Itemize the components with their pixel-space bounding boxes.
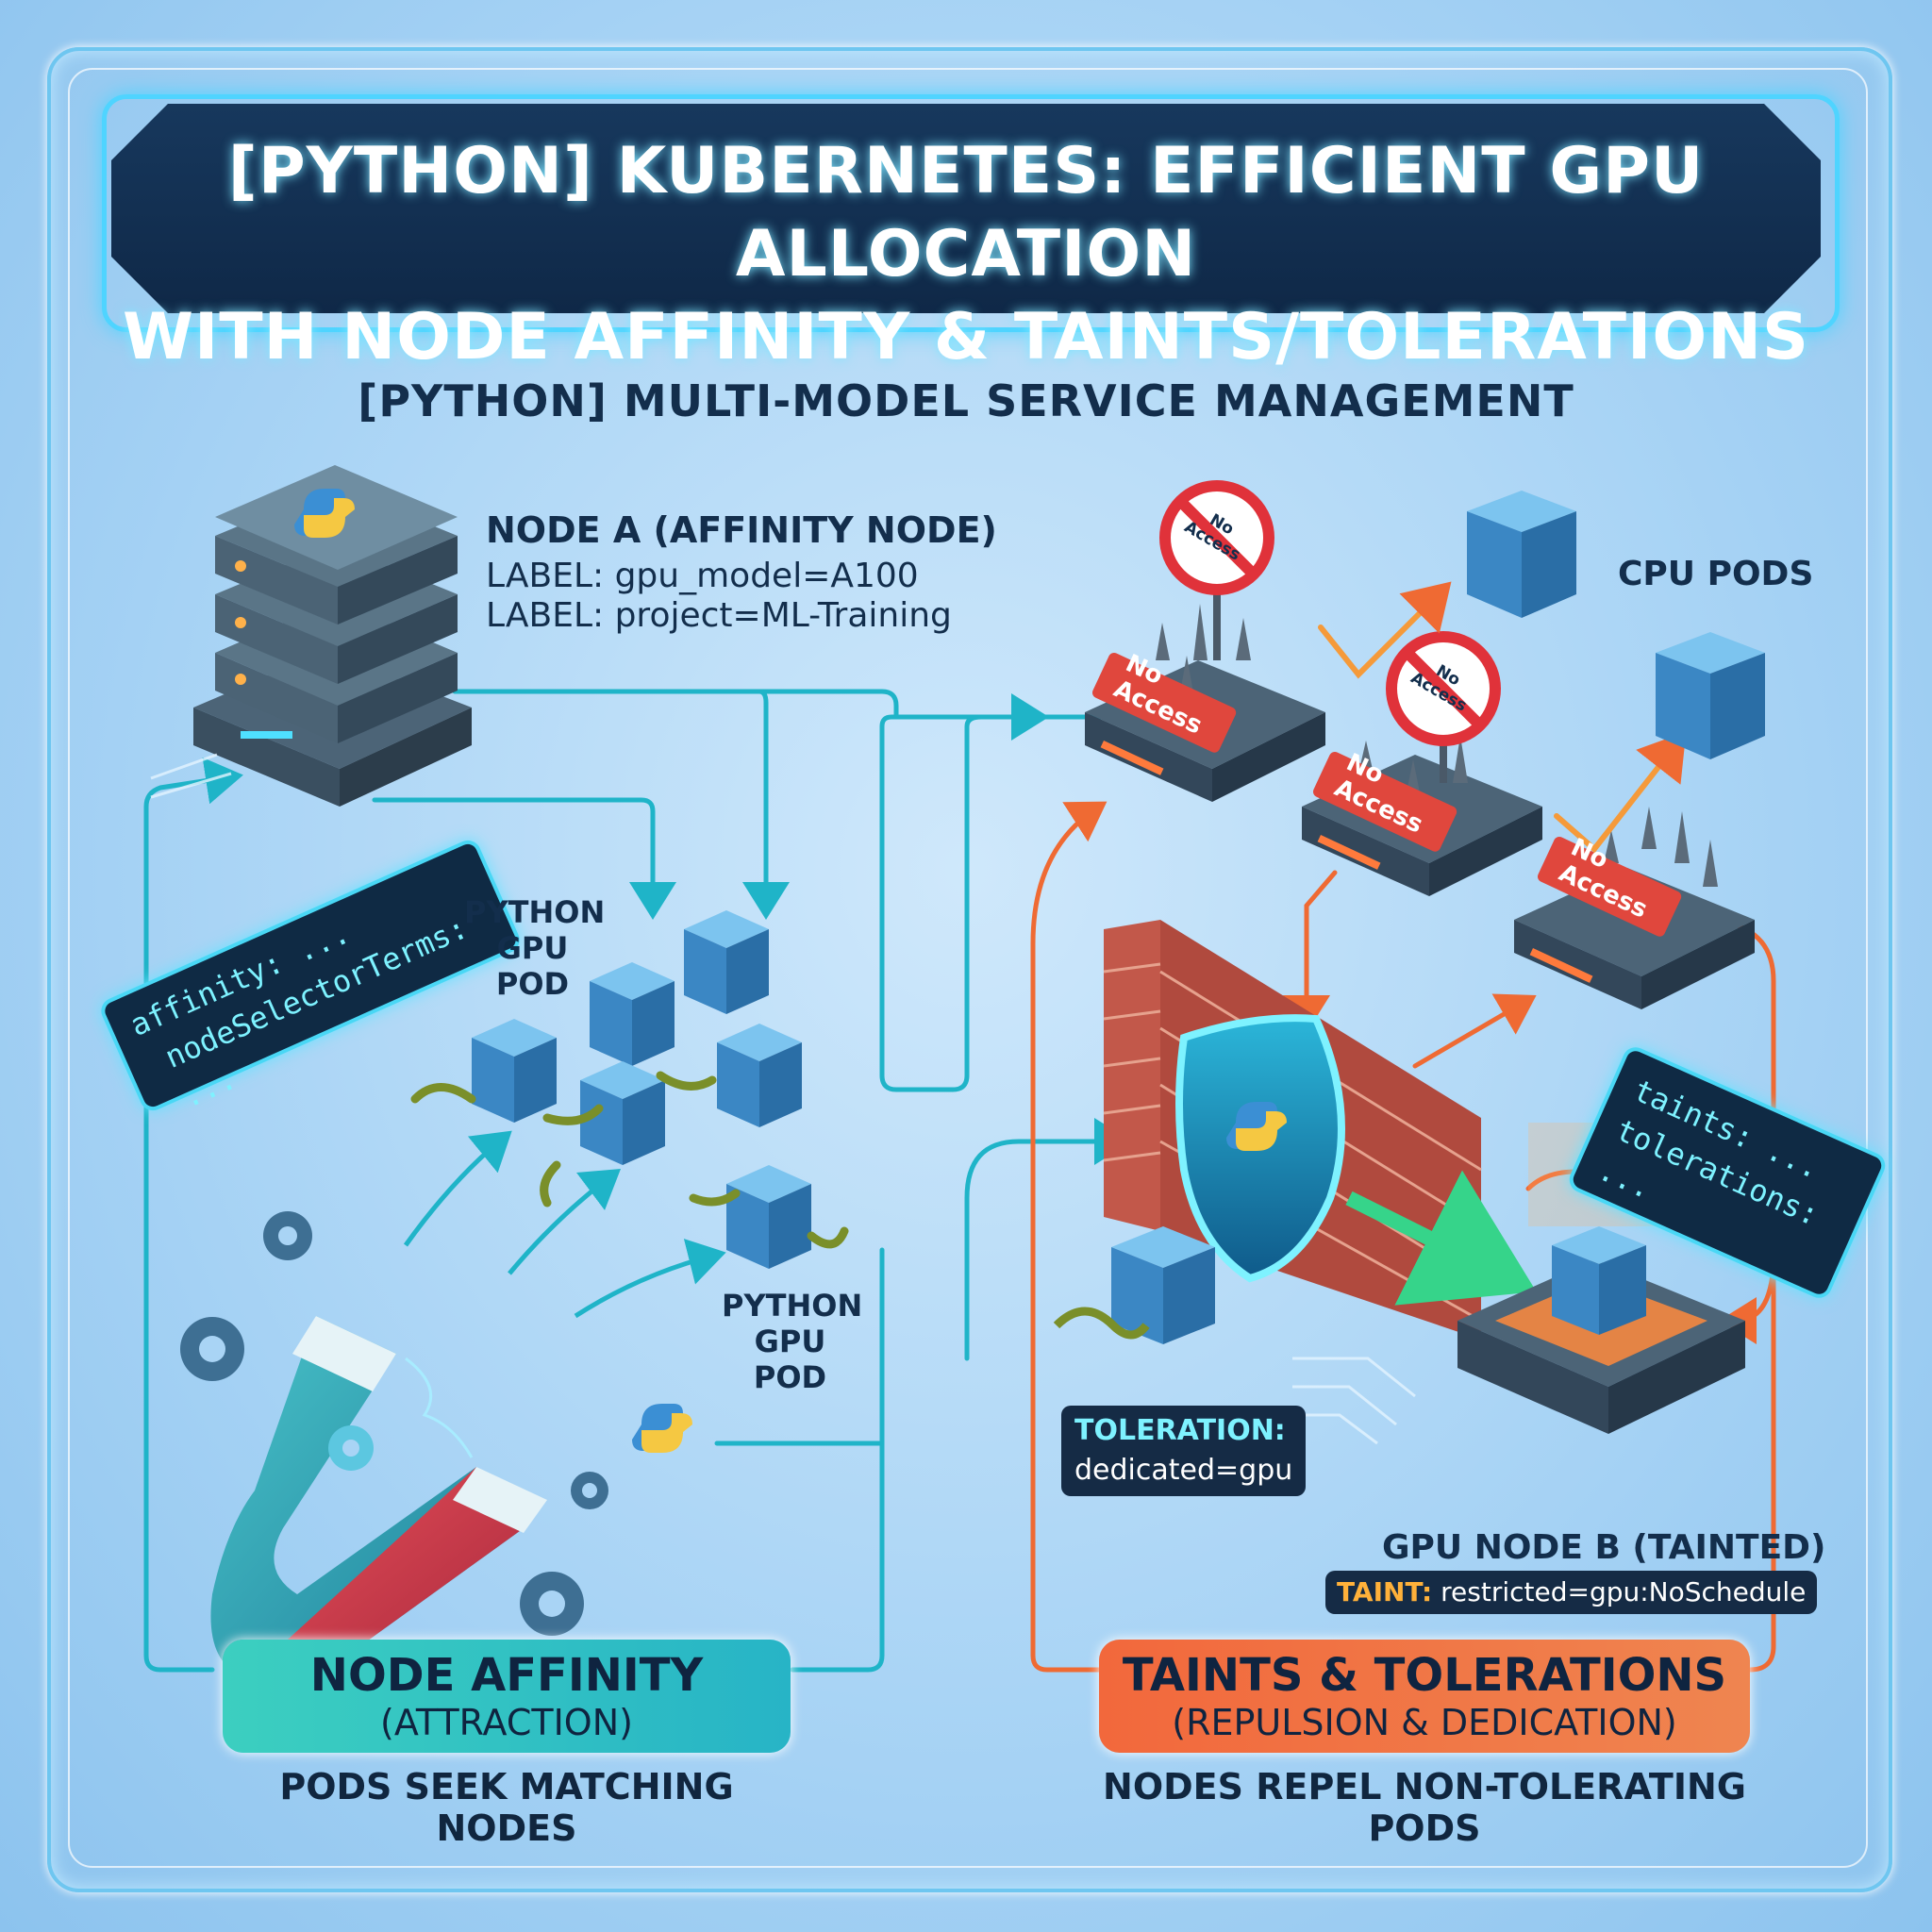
node-affinity-caption: PODS SEEK MATCHING NODES xyxy=(279,1766,734,1849)
title-line-2: WITH NODE AFFINITY & TAINTS/TOLERATIONS xyxy=(122,300,1810,375)
node-affinity-title: NODE AFFINITY xyxy=(309,1649,704,1702)
node-a-server-icon xyxy=(193,465,472,807)
no-access-sign-icon-2 xyxy=(1386,631,1501,783)
toleration-key: TOLERATION: xyxy=(1074,1414,1286,1447)
shield-icon xyxy=(1175,1014,1345,1283)
taint-key: TAINT: xyxy=(1337,1576,1433,1607)
outer-frame xyxy=(47,47,1892,1892)
magnet-icon xyxy=(210,1316,547,1682)
taints-tolerations-box: TAINTS & TOLERATIONS (REPULSION & DEDICA… xyxy=(1099,1640,1750,1753)
no-access-banner-2 xyxy=(1312,751,1457,852)
node-a-label-1: LABEL: gpu_model=A100 xyxy=(486,557,919,595)
tolerated-pod-cube xyxy=(1111,1226,1215,1344)
node-affinity-subtitle: (ATTRACTION) xyxy=(380,1702,633,1743)
gpu-pod-cubes xyxy=(410,910,849,1269)
taints-box-title: TAINTS & TOLERATIONS xyxy=(1122,1649,1727,1702)
gpu-node-b-title: GPU NODE B (TAINTED) xyxy=(1382,1528,1826,1567)
gpu-pod-top-line-1: PYTHON xyxy=(464,894,606,930)
node-a-title: NODE A (AFFINITY NODE) xyxy=(486,509,997,551)
no-access-banner-3 xyxy=(1537,836,1682,937)
page-title: [PYTHON] KUBERNETES: EFFICIENT GPU ALLOC… xyxy=(111,130,1821,379)
gpu-node-b-icon xyxy=(1457,1123,1745,1434)
taint-tag: TAINT: restricted=gpu:NoSchedule xyxy=(1325,1571,1818,1614)
taints-box-subtitle: (REPULSION & DEDICATION) xyxy=(1172,1702,1677,1743)
title-banner xyxy=(111,104,1821,313)
python-logo-icon xyxy=(632,1404,692,1453)
taints-caption: NODES REPEL NON-TOLERATING PODS xyxy=(1103,1766,1746,1849)
toleration-arrow xyxy=(1345,1170,1537,1306)
gpu-pod-label-bottom: PYTHON GPU POD xyxy=(722,1288,863,1395)
title-banner-outline xyxy=(102,94,1840,332)
tolerated-pod-snake xyxy=(1053,1307,1150,1340)
taint-connectors xyxy=(1030,801,1776,1673)
taint-value: restricted=gpu:NoSchedule xyxy=(1441,1576,1807,1607)
no-access-sign-icon-1 xyxy=(1159,480,1274,660)
gear-icons xyxy=(180,1211,608,1636)
repel-arrows xyxy=(1318,581,1687,854)
node-a-label-2: LABEL: project=ML-Training xyxy=(486,596,952,635)
gpu-pod-bottom-line-2: GPU POD xyxy=(753,1324,827,1395)
inner-frame xyxy=(68,68,1868,1868)
gpu-pod-label-top: PYTHON GPU POD xyxy=(464,894,606,1002)
subtitle: [PYTHON] MULTI-MODEL SERVICE MANAGEMENT xyxy=(358,375,1574,426)
gpu-pod-bottom-line-1: PYTHON xyxy=(722,1288,863,1324)
title-line-1: [PYTHON] KUBERNETES: EFFICIENT GPU ALLOC… xyxy=(227,134,1705,291)
affinity-connectors xyxy=(143,689,1132,1673)
toleration-tag: TOLERATION: dedicated=gpu xyxy=(1061,1406,1307,1496)
node-affinity-box: NODE AFFINITY (ATTRACTION) xyxy=(223,1640,791,1753)
cpu-pod-cubes xyxy=(1467,491,1765,759)
cpu-pods-label: CPU PODS xyxy=(1618,555,1814,593)
circuit-traces xyxy=(150,753,1416,1445)
no-access-banner-1 xyxy=(1091,652,1237,753)
attraction-arrows xyxy=(403,1130,726,1319)
gpu-pod-top-line-2: GPU POD xyxy=(495,930,570,1002)
toleration-value: dedicated=gpu xyxy=(1074,1454,1293,1487)
